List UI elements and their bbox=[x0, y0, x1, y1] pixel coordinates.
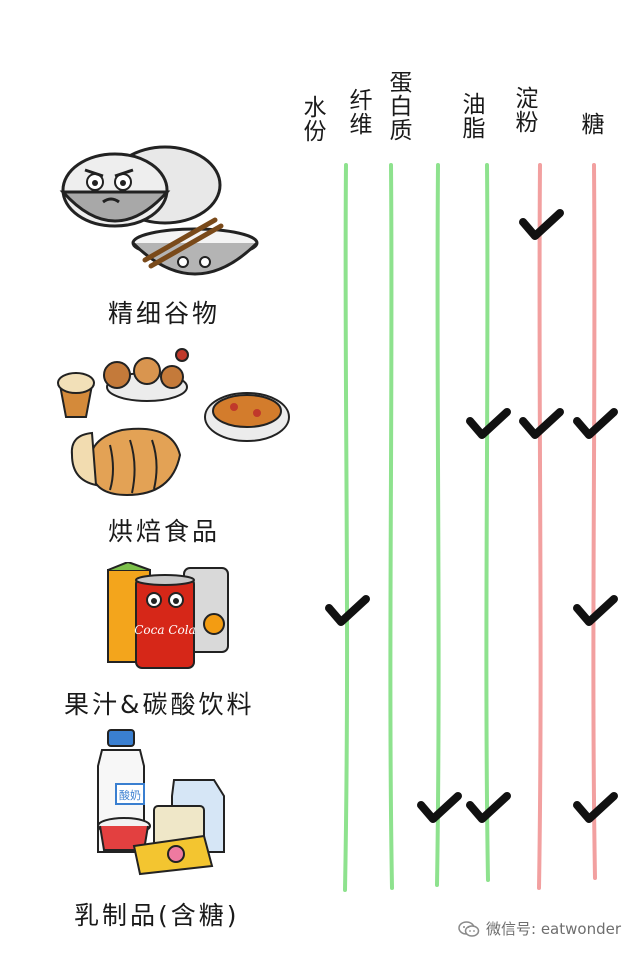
column-line-protein bbox=[435, 163, 441, 887]
column-line-fat bbox=[484, 163, 490, 882]
row-label-refined-grains: 精细谷物 bbox=[108, 299, 221, 328]
check-mark-icon bbox=[573, 408, 618, 439]
row-label-baked-goods: 烘焙食品 bbox=[108, 517, 221, 546]
column-line-fiber bbox=[388, 163, 394, 890]
check-mark-icon bbox=[417, 792, 462, 823]
row-label-juice-soda: 果汁&碳酸饮料 bbox=[64, 690, 255, 719]
column-header-sugar: 糖 bbox=[577, 112, 603, 136]
column-header-starch: 淀粉 bbox=[511, 86, 537, 134]
rice-noodle-icon bbox=[59, 145, 259, 276]
can-brand-text: Coca Cola bbox=[134, 623, 196, 637]
check-mark-icon bbox=[573, 595, 618, 626]
watermark: 微信号: eatwonder bbox=[458, 918, 621, 939]
column-line-water bbox=[343, 163, 350, 892]
check-mark-icon bbox=[466, 792, 511, 823]
dairy-icon: 酸奶 bbox=[97, 729, 225, 876]
column-header-protein: 蛋白质 bbox=[385, 70, 411, 142]
check-mark-icon bbox=[519, 408, 564, 439]
check-mark-icon bbox=[573, 792, 618, 823]
check-mark-icon bbox=[466, 408, 511, 439]
check-mark-icon bbox=[519, 209, 564, 240]
baked-goods-icon bbox=[57, 348, 290, 497]
yogurt-label-text: 酸奶 bbox=[119, 788, 141, 802]
wechat-icon bbox=[458, 920, 480, 937]
check-mark-icon bbox=[325, 595, 370, 626]
watermark-text: 微信号: eatwonder bbox=[486, 920, 621, 938]
juice-soda-icon: Coca Cola bbox=[107, 562, 229, 669]
column-line-sugar bbox=[591, 163, 597, 880]
column-line-starch bbox=[537, 163, 543, 890]
column-header-fat: 油脂 bbox=[458, 92, 484, 140]
row-label-dairy: 乳制品(含糖) bbox=[74, 901, 240, 930]
column-header-fiber: 纤维 bbox=[345, 88, 371, 136]
column-header-water: 水份 bbox=[299, 95, 325, 143]
